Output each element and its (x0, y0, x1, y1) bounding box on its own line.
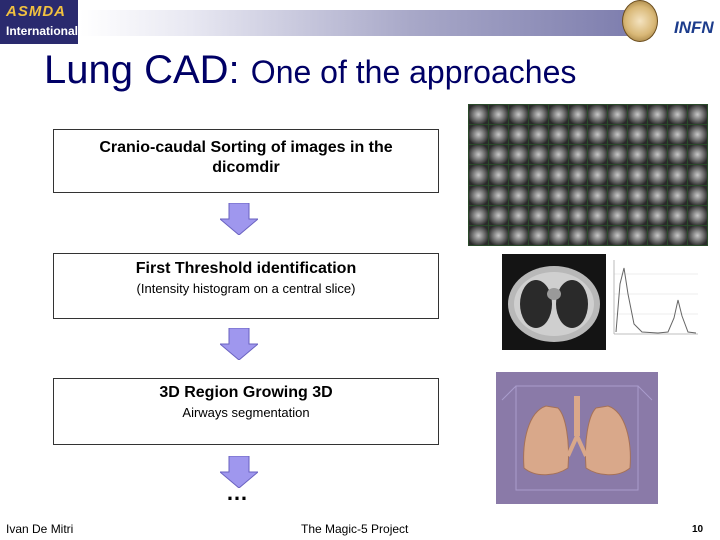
title-sub: One of the approaches (250, 54, 577, 90)
ct-slices-grid-image (468, 104, 708, 246)
step-title: First Threshold identification (135, 260, 357, 277)
footer-author: Ivan De Mitri (6, 522, 74, 536)
page-number: 10 (692, 524, 704, 535)
step-subtitle: Airways segmentation (182, 405, 310, 420)
logo-line2: International (6, 24, 79, 38)
step-box-sorting: Cranio-caudal Sorting of images in the d… (53, 129, 439, 193)
step-title: Cranio-caudal Sorting of images in the d… (99, 139, 393, 176)
asmda-logo: ASMDA International (0, 0, 78, 44)
lung-3d-rendering-image (496, 372, 658, 504)
slide-title: Lung CAD: One of the approaches (44, 48, 576, 93)
down-arrow-icon (220, 328, 258, 360)
down-arrow-icon (220, 456, 258, 488)
intensity-histogram-image (608, 254, 702, 350)
down-arrow-icon (220, 203, 258, 235)
title-main: Lung CAD: (44, 48, 240, 92)
ct-central-slice-image (502, 254, 606, 350)
logo-line1: ASMDA (6, 3, 66, 20)
continuation-ellipsis: … (226, 480, 248, 505)
university-seal-logo (622, 0, 658, 42)
header-banner (80, 10, 632, 36)
step-box-region-growing: 3D Region Growing 3D Airways segmentatio… (53, 378, 439, 445)
step-subtitle: (Intensity histogram on a central slice) (136, 281, 356, 296)
step-title: 3D Region Growing 3D (159, 384, 333, 401)
footer-project: The Magic-5 Project (301, 522, 409, 536)
step-box-threshold: First Threshold identification (Intensit… (53, 253, 439, 319)
infn-logo: INFN (674, 18, 714, 37)
